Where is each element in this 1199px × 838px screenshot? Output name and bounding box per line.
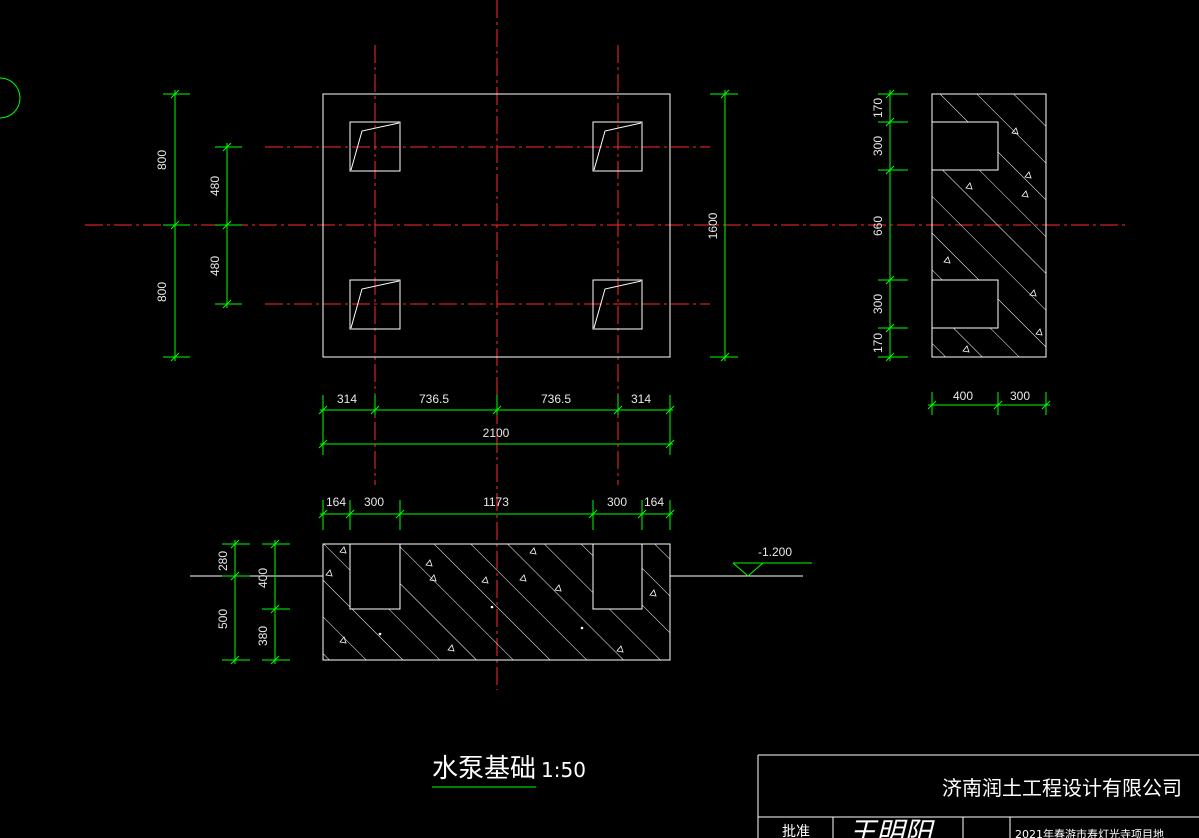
dim-inner-top: 480 (208, 176, 222, 196)
section-hole-right (592, 543, 643, 610)
dim-bottom-4: 314 (631, 392, 651, 406)
dim-section-top-2: 300 (364, 495, 384, 509)
dim-section-inner-1: 400 (256, 568, 270, 588)
plan-outline (322, 93, 671, 358)
dim-side-1: 170 (871, 98, 885, 118)
snap-marker-arc (0, 77, 21, 119)
drawing-scale: 1:50 (541, 758, 586, 782)
aggregate-dots-section (378, 605, 584, 636)
side-view (931, 93, 1047, 358)
anchor-hole-top-right (592, 121, 643, 172)
dim-bottom-2: 736.5 (419, 392, 449, 406)
elevation-label: -1.200 (758, 545, 792, 559)
dim-plan-height: 1600 (706, 212, 720, 239)
dim-left-bottom: 800 (155, 282, 169, 302)
side-hole-bottom (931, 279, 999, 329)
dim-bottom-1: 314 (337, 392, 357, 406)
company-name: 济南润土工程设计有限公司 (942, 776, 1182, 800)
dim-section-top-5: 164 (644, 495, 664, 509)
dim-bottom-3: 736.5 (541, 392, 571, 406)
plan-view (322, 93, 671, 358)
approve-label: 批准 (782, 824, 810, 838)
drawing-title: 水泵基础 1:50 (432, 754, 586, 788)
drawing-title-text: 水泵基础 (432, 754, 536, 784)
dim-side-2: 300 (871, 136, 885, 156)
dimensions (163, 89, 1051, 665)
dim-section-top-4: 300 (607, 495, 627, 509)
anchor-hole-bottom-left (349, 279, 401, 330)
section-view (190, 543, 812, 661)
dim-inner-bottom: 480 (208, 256, 222, 276)
dim-side-width-2: 300 (1010, 389, 1030, 403)
dim-side-3: 660 (871, 216, 885, 236)
aggregate-marks-side (943, 127, 1043, 353)
anchor-hole-top-left (349, 121, 401, 172)
dim-section-left-1: 280 (216, 551, 230, 571)
dim-section-inner-2: 380 (256, 626, 270, 646)
dim-side-4: 300 (871, 294, 885, 314)
dim-section-top-3: 1173 (483, 495, 509, 509)
dim-section-left-2: 500 (216, 609, 230, 629)
dim-section-top-1: 164 (326, 495, 346, 509)
section-hole-left (349, 543, 401, 610)
dim-left-top: 800 (155, 150, 169, 170)
anchor-hole-bottom-right (592, 279, 643, 330)
aggregate-marks-section (325, 546, 657, 653)
signature: 王明阳 (848, 816, 935, 838)
dim-side-width-1: 400 (953, 389, 973, 403)
elevation-marker (732, 562, 812, 577)
dim-plan-width: 2100 (483, 426, 510, 440)
side-hole-top (931, 121, 999, 171)
project-text: 2021年春游市寿灯光寺项目地 (1015, 827, 1164, 838)
dim-side-5: 170 (871, 333, 885, 353)
dimension-texts: 800 800 480 480 1600 314 736.5 736.5 314… (155, 98, 1030, 646)
title-block (757, 754, 1199, 838)
